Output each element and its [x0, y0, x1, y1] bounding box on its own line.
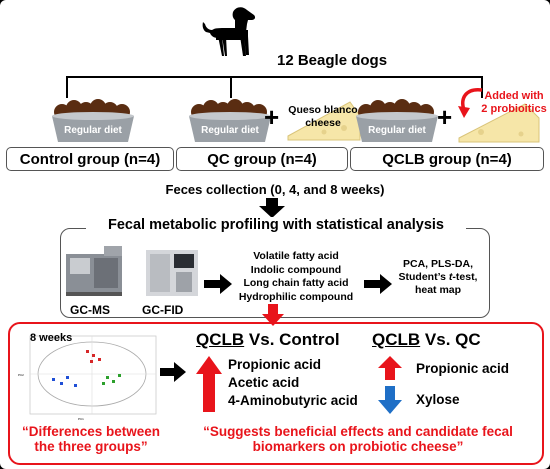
- up-arrow-icon: [196, 356, 222, 412]
- bracket-left: [66, 76, 68, 98]
- results-box: [8, 322, 544, 465]
- compound-list: Volatile fatty acid Indolic compound Lon…: [228, 250, 364, 304]
- regular-diet-label: Regular diet: [201, 125, 259, 136]
- added-line1: Added with: [484, 90, 544, 102]
- quote1-line2: the three groups”: [34, 439, 148, 454]
- compound-item: Volatile fatty acid: [253, 250, 339, 262]
- metabolite-item: 4-Aminobutyric acid: [228, 393, 358, 408]
- compound-item: Long chain fatty acid: [243, 277, 349, 289]
- gc-fid-label: GC-FID: [142, 303, 184, 317]
- bracket-horizontal: [66, 76, 483, 78]
- stats-line2-post: -test,: [452, 271, 478, 283]
- down-arrow-icon: [259, 198, 285, 218]
- dogs-label: 12 Beagle dogs: [277, 52, 388, 69]
- right-arrow-icon: [204, 274, 232, 294]
- quote2-line2: biomarkers on probiotic cheese”: [252, 439, 464, 454]
- pca-plot-thumbnail: PC1 PC2: [18, 335, 157, 421]
- curved-arrow-icon: [458, 88, 483, 118]
- cmp2-qclb: QCLB: [372, 330, 421, 349]
- beagle-dog-icon: [202, 7, 256, 56]
- stats-line2-italic: t: [448, 271, 453, 283]
- regular-diet-bowl-icon: [52, 99, 134, 142]
- svg-text:PC2: PC2: [18, 373, 24, 377]
- plus-icon: +: [264, 102, 280, 132]
- metabolite-item: Propionic acid: [228, 357, 322, 372]
- stats-line1: PCA, PLS-DA,: [402, 258, 473, 270]
- svg-text:PC1: PC1: [78, 417, 84, 421]
- right-arrow-icon: [364, 274, 392, 294]
- statistics-methods: PCA, PLS-DA, Student’s t-test, heat map: [390, 258, 486, 297]
- qc-group-box: QC group (n=4): [176, 147, 348, 171]
- up-arrow-icon: [378, 356, 402, 380]
- quote1-line1: “Differences between: [21, 424, 161, 439]
- red-down-arrow-icon: [262, 304, 284, 326]
- regular-diet-bowl-icon: [356, 99, 438, 142]
- comparison-qclb-vs-control: QCLB Vs. Control: [196, 330, 340, 350]
- control-group-box: Control group (n=4): [6, 147, 174, 171]
- queso-blanco-label: Queso blanco cheese: [283, 104, 363, 130]
- gc-ms-label: GC-MS: [70, 303, 110, 317]
- feces-collection-label: Feces collection (0, 4, and 8 weeks): [165, 182, 385, 197]
- cmp1-vs: Vs. Control: [244, 330, 340, 349]
- compound-item: Indolic compound: [250, 263, 342, 276]
- qclb-group-box: QCLB group (n=4): [350, 147, 544, 171]
- increased-metabolite-qc: Propionic acid: [416, 361, 510, 376]
- compound-item: Hydrophilic compound: [238, 290, 354, 303]
- increased-metabolites-control: Propionic acid Acetic acid 4-Aminobutyri…: [228, 356, 358, 410]
- added-probiotics-label: Added with 2 probioitics: [474, 90, 550, 116]
- weeks-label: 8 weeks: [30, 332, 73, 344]
- metabolite-item: Acetic acid: [228, 375, 300, 390]
- regular-diet-label: Regular diet: [64, 125, 122, 136]
- stats-line2-pre: Student’s: [398, 271, 449, 283]
- right-arrow-icon: [160, 362, 186, 382]
- stats-line3: heat map: [414, 284, 462, 296]
- regular-diet-bowl-icon: [189, 99, 271, 142]
- stats-line2: Student’s t-test,: [390, 271, 486, 284]
- gc-instruments-icon: [66, 246, 198, 296]
- profiling-title: Fecal metabolic profiling with statistic…: [86, 217, 466, 233]
- cmp2-vs: Vs. QC: [420, 330, 481, 349]
- queso-line1: Queso blanco: [288, 104, 358, 116]
- bracket-right: [481, 76, 483, 98]
- cmp1-qclb: QCLB: [196, 330, 245, 349]
- cheese-icon: [458, 103, 540, 143]
- quote-suggests: “Suggests beneficial effects and candida…: [178, 424, 538, 454]
- decreased-metabolite-qc: Xylose: [416, 392, 460, 407]
- down-arrow-icon: [378, 386, 402, 414]
- queso-line2: cheese: [305, 117, 341, 129]
- plus-icon: +: [437, 102, 453, 132]
- bracket-middle: [230, 76, 232, 98]
- added-line2: 2 probioitics: [481, 103, 547, 115]
- quote-differences: “Differences between the three groups”: [10, 424, 172, 454]
- quote2-line1: “Suggests beneficial effects and candida…: [203, 424, 513, 439]
- regular-diet-label: Regular diet: [368, 125, 426, 136]
- comparison-qclb-vs-qc: QCLB Vs. QC: [372, 330, 481, 350]
